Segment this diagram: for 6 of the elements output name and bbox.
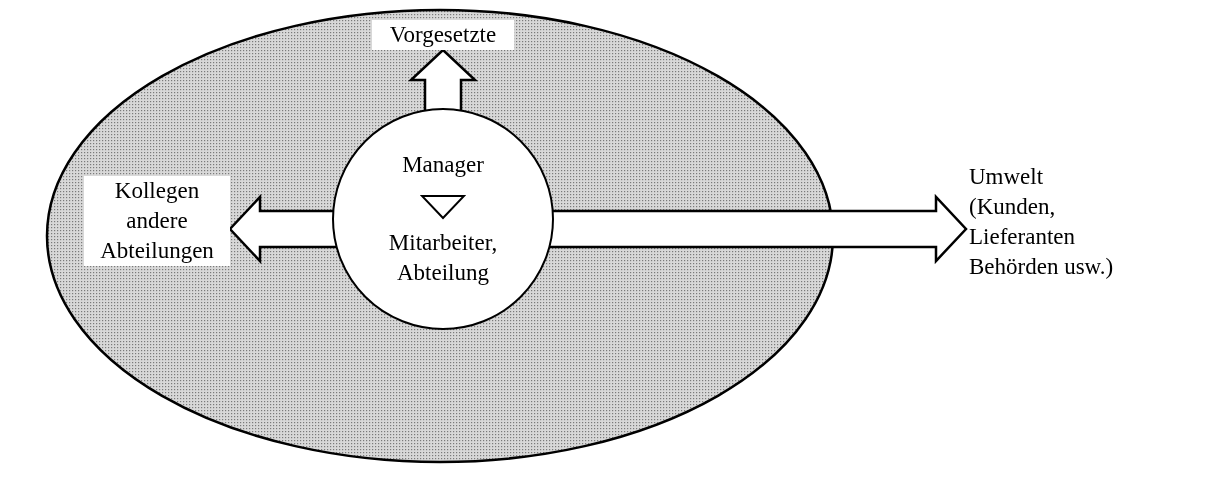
node-text: Umwelt (Kunden, Lieferanten Behörden usw.) (966, 162, 1131, 282)
ellipse-area (45, 8, 835, 464)
node-text: Kollegen andere Abteilungen (84, 176, 230, 266)
node-text: Vorgesetzte (372, 20, 514, 50)
node-text: Mitarbeiter, Abteilung (387, 229, 499, 287)
node-text: Manager (401, 151, 485, 179)
